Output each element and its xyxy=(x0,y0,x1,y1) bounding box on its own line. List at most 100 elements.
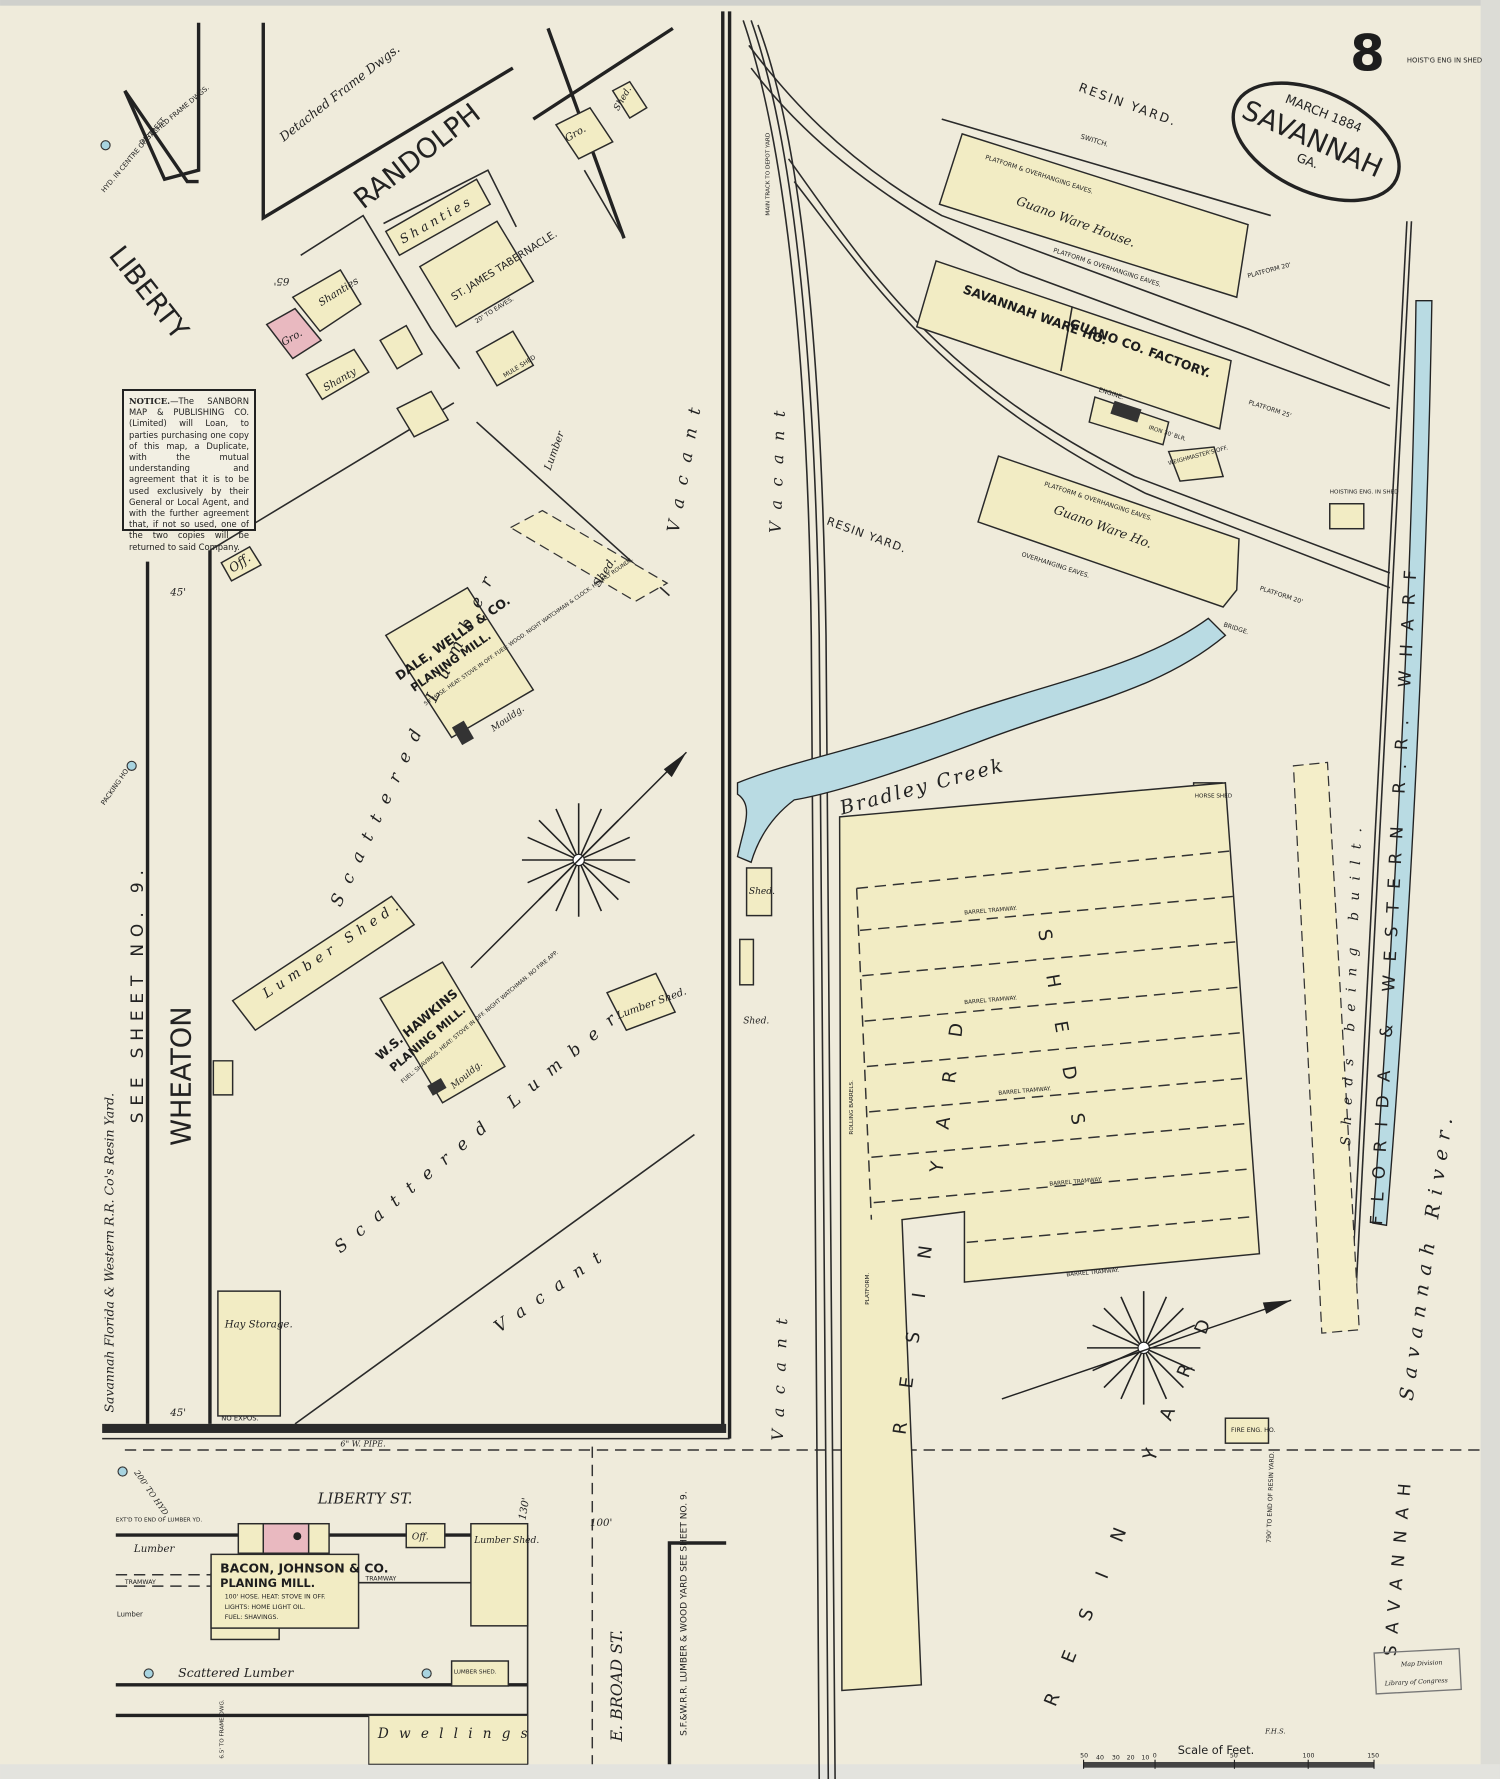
scale-tick: 50 xyxy=(1230,1752,1238,1759)
label-frame-dwg: 6.5' TO FRAME DWG. xyxy=(220,1699,226,1758)
scale-tick: 40 xyxy=(1096,1755,1104,1762)
label-resin-yard-mid: RESIN YARD. xyxy=(825,514,909,556)
label-bacon-johnson: BACON, JOHNSON & CO. xyxy=(220,1561,388,1576)
title-cartouche: 8 MARCH 1884 SAVANNAH GA. HOIST'G ENG IN… xyxy=(1231,24,1482,203)
north-arrow-icon xyxy=(470,751,687,969)
label-shed-22-right: Shed. xyxy=(743,1016,769,1026)
label-tramway-left: TRAMWAY xyxy=(124,1579,156,1586)
label-packing-ho: PACKING HO. xyxy=(100,766,132,807)
label-lumber-caps: Lumber xyxy=(117,1611,143,1619)
planing-mills-left xyxy=(212,509,677,1417)
label-lumber-shed-4: Lumber Shed. xyxy=(473,1536,539,1546)
label-bacon-mill: PLANING MILL. xyxy=(220,1576,315,1590)
see-sheet-9: SEE SHEET NO. 9. xyxy=(128,863,148,1123)
hydrant-icon xyxy=(143,1668,154,1679)
label-vacant: Vacant xyxy=(664,393,708,534)
label-platform: PLATFORM. xyxy=(865,1273,871,1305)
label-bacon-note-2: LIGHTS: HOME LIGHT OIL. xyxy=(225,1604,305,1611)
label-platform-20-top: PLATFORM 20' xyxy=(1247,261,1292,279)
label-dwellings: Dwellings xyxy=(377,1726,538,1742)
bacon-johnson-block xyxy=(115,1522,529,1765)
guano-ware-house xyxy=(938,132,1249,299)
sfw-lumber-note: S.F.&W.R.R. LUMBER & WOOD YARD SEE SHEET… xyxy=(679,1491,689,1736)
hydrant-icon xyxy=(126,760,137,771)
dale-wells-planing-mill xyxy=(384,586,535,739)
label-no-expos: NO EXPOS. xyxy=(221,1414,258,1422)
scale-tick: 0 xyxy=(1153,1752,1157,1759)
label-platform-20: PLATFORM 20' xyxy=(1259,585,1304,606)
label-bacon-note-3: FUEL: SHAVINGS. xyxy=(225,1614,279,1621)
resin-sheds xyxy=(739,761,1360,1692)
label-scattered-lumber-3: Scattered Lumber xyxy=(178,1665,294,1680)
label-vacant-right-top: Vacant xyxy=(766,397,790,534)
scan-edge-bottom xyxy=(0,1764,1500,1779)
sheet-number: 8 xyxy=(1350,24,1385,82)
street-liberty: LIBERTY xyxy=(102,241,194,346)
hawkins-planing-mill xyxy=(379,961,506,1104)
label-lumber-shed-5: LUMBER SHED. xyxy=(454,1669,497,1675)
hydrant-icons xyxy=(100,140,432,1679)
drafter-initials: F.H.S. xyxy=(1264,1728,1285,1736)
label-water-pipe: 6" W. PIPE. xyxy=(340,1440,385,1449)
street-e-broad: E. BROAD ST. xyxy=(607,1630,626,1743)
label-platform-25: PLATFORM 25' xyxy=(1247,399,1292,420)
label-tramway-right: TRAMWAY xyxy=(364,1575,396,1582)
label-barrel-tramway-1: BARREL TRAMWAY. xyxy=(964,906,1017,917)
guano-ware-ho xyxy=(977,455,1240,608)
grocery-brick-building xyxy=(265,307,323,360)
label-hay-storage: Hay Storage. xyxy=(224,1319,293,1330)
compass-rose-icon xyxy=(470,751,687,969)
label-dim-45-bottom: 45' xyxy=(169,1408,186,1419)
label-fire-engine-house: FIRE ENG. HO. xyxy=(1231,1427,1275,1434)
label-dim-130: 130' xyxy=(517,1497,532,1521)
label-office-3: Off. xyxy=(412,1533,429,1543)
sanborn-notice-box: NOTICE.—The SANBORN MAP & PUBLISHING CO.… xyxy=(122,389,256,552)
label-lumber-top: Lumber xyxy=(542,429,567,473)
fire-engine-house xyxy=(1224,1417,1270,1444)
resin-yard-side-note: Savannah Florida & Western R.R. Co's Res… xyxy=(102,1093,117,1413)
label-to-hydrant: 200' TO HYD. xyxy=(132,1468,171,1519)
label-bridge: BRIDGE. xyxy=(1222,622,1249,637)
label-switch: SWITCH. xyxy=(1080,133,1110,149)
label-main-track: MAIN TRACK TO DEPOT YARD xyxy=(765,132,771,215)
scale-tick: 20 xyxy=(1127,1755,1135,1762)
notice-heading: NOTICE. xyxy=(129,396,171,406)
label-hydrant-centre: HYD. IN CENTRE OF STREET. xyxy=(100,115,168,194)
label-vacant-right-bottom: Vacant xyxy=(768,1304,792,1441)
scale-tick: 150 xyxy=(1367,1752,1379,1759)
north-arrow-icon xyxy=(1001,1299,1292,1400)
scale-tick: 100 xyxy=(1303,1752,1315,1759)
hydrant-icon xyxy=(421,1668,432,1679)
label-horse-shed: HORSE SHED xyxy=(1195,794,1233,800)
savannah-river xyxy=(1372,299,1433,1227)
guano-factory xyxy=(915,260,1232,430)
hay-storage xyxy=(217,1290,282,1417)
stamp-line-1: Map Division xyxy=(1400,1659,1443,1668)
hydrant-icon xyxy=(100,140,111,151)
label-dim-65: 65' xyxy=(274,275,290,286)
library-stamp: Map Division Library of Congress xyxy=(1373,1647,1462,1695)
label-barrel-tramway-4: BARREL TRAMWAY. xyxy=(1049,1177,1102,1188)
notice-body: —The SANBORN MAP & PUBLISHING CO. (Limit… xyxy=(129,396,249,552)
label-hoisting-eng: HOISTING ENG. IN SHED xyxy=(1330,490,1399,496)
bradley-creek xyxy=(736,617,1227,864)
scan-edge-top xyxy=(0,0,1500,6)
state-name: GA. xyxy=(1295,150,1321,172)
label-rolling-barrels: ROLLING BARRELS. xyxy=(849,1080,855,1135)
scan-edge-right xyxy=(1480,0,1500,1779)
label-savannah-wharf: SAVANNAH xyxy=(1381,1471,1417,1656)
street-liberty-st: LIBERTY ST. xyxy=(317,1490,413,1507)
label-resin-yard-top: RESIN YARD. xyxy=(1077,79,1180,129)
label-dim-100: 100' xyxy=(590,1518,612,1529)
label-dim-45-top: 45' xyxy=(169,588,186,599)
label-shed-21: Shed. xyxy=(749,887,775,897)
scale-title: Scale of Feet. xyxy=(1178,1743,1254,1757)
lumber-shed-19 xyxy=(231,895,416,1032)
corner-note: HOIST'G ENG IN SHED xyxy=(1407,56,1482,64)
label-bacon-note-1: 100' HOSE. HEAT: STOVE IN OFF. xyxy=(225,1594,326,1601)
scale-tick: 30 xyxy=(1112,1755,1120,1762)
label-lumber-bottom: Lumber xyxy=(133,1544,176,1555)
label-end-lumber-yd: EXT'D TO END OF LUMBER YD. xyxy=(116,1517,203,1523)
